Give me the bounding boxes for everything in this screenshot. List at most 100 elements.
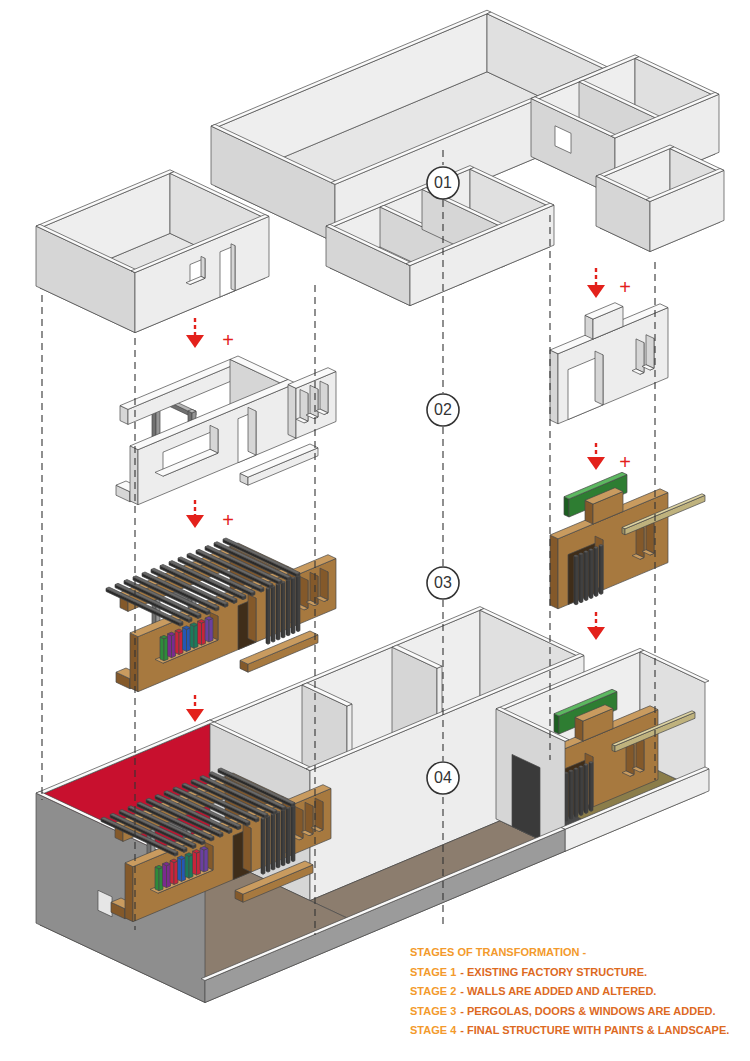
vertical-slat xyxy=(263,818,265,874)
vertical-slat xyxy=(268,588,270,644)
opening-sill xyxy=(632,554,644,559)
vertical-slat xyxy=(298,576,300,632)
wall-segment xyxy=(130,633,138,692)
stage-note: - FINAL STRUCTURE WITH PAINTS & LANDSCAP… xyxy=(460,1024,729,1036)
vertical-slat xyxy=(273,586,275,642)
wall-segment xyxy=(138,383,296,504)
window-bar xyxy=(205,616,213,620)
vertical-slat xyxy=(581,767,583,816)
opening-reveal xyxy=(636,339,644,373)
addition-arrow xyxy=(595,612,597,628)
opening-reveal xyxy=(305,802,313,834)
callout-circle: 02 xyxy=(426,393,460,427)
vertical-slat xyxy=(571,771,573,820)
circle-outline xyxy=(427,762,459,794)
vertical-slat xyxy=(574,555,578,557)
window-bar xyxy=(160,637,164,661)
window-bar xyxy=(185,854,189,878)
opening-sill xyxy=(186,276,205,284)
wall-top xyxy=(487,12,611,70)
window-bar xyxy=(190,623,198,627)
callout-circle: 04 xyxy=(426,761,460,795)
wall-segment xyxy=(585,303,623,319)
opening-reveal xyxy=(320,568,328,600)
opening-sill xyxy=(632,767,644,772)
vertical-slat xyxy=(584,551,588,553)
vertical-slat xyxy=(273,814,275,870)
addition-arrow xyxy=(587,285,605,298)
dashed-axis-line xyxy=(442,427,443,566)
opening xyxy=(158,846,213,893)
stage-note: STAGE 1 xyxy=(410,966,456,978)
wall-top xyxy=(211,10,491,128)
vertical-slat xyxy=(268,816,270,872)
vertical-slat xyxy=(574,768,578,770)
wall-top xyxy=(170,172,269,218)
plus-sign: + xyxy=(222,329,234,351)
wall-top xyxy=(496,707,569,741)
window-bar xyxy=(204,848,208,872)
vertical-slat xyxy=(594,547,598,549)
callout-circle: 01 xyxy=(426,166,460,200)
projection-line xyxy=(442,797,443,925)
wall-top xyxy=(326,224,414,265)
window-bar xyxy=(178,858,182,882)
opening-sill xyxy=(155,449,218,476)
addition-arrow xyxy=(186,709,204,722)
projection-line xyxy=(654,262,655,780)
window-bar xyxy=(163,862,171,866)
window-bar xyxy=(170,859,178,863)
stage-note: STAGE 3 xyxy=(410,1005,456,1017)
wall-top xyxy=(206,720,314,771)
opening-reveal xyxy=(201,256,205,278)
vertical-slat xyxy=(293,578,295,634)
vertical-slat xyxy=(278,584,280,640)
circle-outline xyxy=(427,394,459,426)
vertical-slat xyxy=(576,769,578,818)
window-bar xyxy=(170,861,174,885)
partition-wall xyxy=(579,80,663,119)
opening-reveal xyxy=(300,390,308,422)
wall-segment xyxy=(230,356,288,383)
opening-reveal xyxy=(231,244,235,291)
opening xyxy=(512,754,540,839)
wall-face xyxy=(135,216,269,332)
opening xyxy=(555,126,571,154)
opening-sill xyxy=(632,369,644,374)
pergola-slat xyxy=(214,542,291,578)
wall-beam xyxy=(240,444,318,477)
vertical-slat xyxy=(591,762,593,811)
window-bar xyxy=(160,635,168,639)
opening xyxy=(163,616,218,663)
window-bar xyxy=(155,867,159,891)
opening-sill xyxy=(301,830,313,835)
vertical-slat xyxy=(581,554,583,603)
window-bar xyxy=(183,628,187,652)
addition-arrow xyxy=(587,457,605,470)
pergola-beam xyxy=(612,711,695,746)
callout-text-holder: 02 xyxy=(426,393,460,427)
window-bar xyxy=(168,632,176,636)
vertical-slat xyxy=(579,553,583,555)
window-bar xyxy=(198,621,202,645)
wall-face xyxy=(326,226,410,306)
vertical-slat xyxy=(278,812,280,868)
callout-circle: 03 xyxy=(426,566,460,600)
window-bar xyxy=(178,856,186,860)
vertical-slat xyxy=(584,764,588,766)
opening-sill xyxy=(622,771,634,776)
wall-top xyxy=(561,767,709,829)
wall-top xyxy=(646,169,724,202)
opening-sill xyxy=(311,826,323,831)
plus-sign: + xyxy=(619,276,631,298)
landscape-ground xyxy=(310,821,565,931)
wall-top xyxy=(611,92,719,138)
plus-sign: + xyxy=(222,509,234,531)
addition-arrow xyxy=(587,627,605,640)
opening xyxy=(568,540,603,605)
stage-note: STAGES OF TRANSFORMATION - xyxy=(410,946,586,958)
wall-top xyxy=(531,97,619,138)
wall-top xyxy=(470,168,554,207)
